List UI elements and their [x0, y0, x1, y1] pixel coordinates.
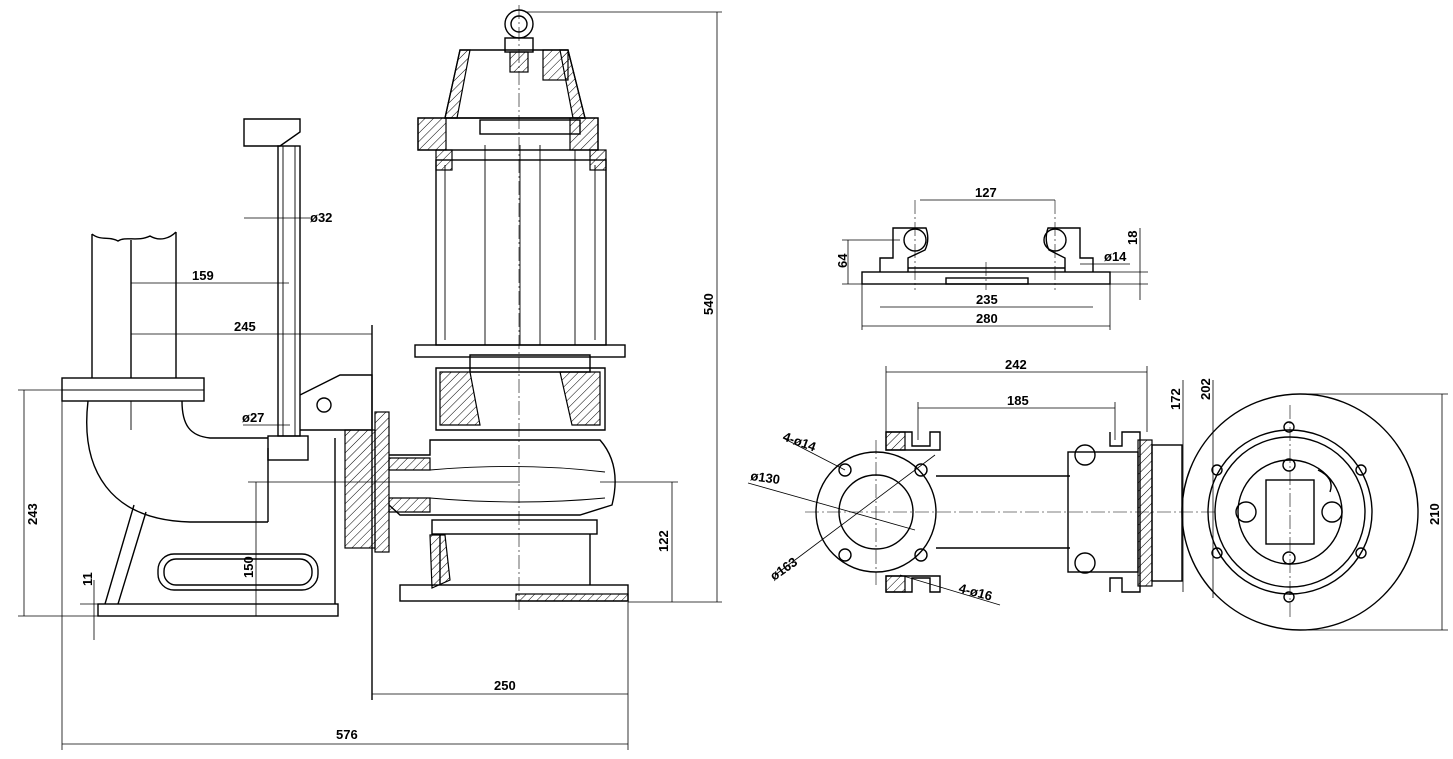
dim-d14: ø14 [1104, 249, 1127, 264]
dim-122: 122 [656, 530, 671, 552]
dim-d27: ø27 [242, 410, 264, 425]
dim-242: 242 [1005, 357, 1027, 372]
dim-576: 576 [336, 727, 358, 742]
pump-body [388, 5, 629, 610]
dim-4x16: 4-ø16 [957, 580, 994, 603]
plan-view: 242 185 172 202 210 4-ø14 ø130 ø163 4-ø1… [747, 357, 1448, 631]
coupling-flange [344, 325, 390, 700]
dim-172: 172 [1168, 388, 1183, 410]
dim-d32: ø32 [310, 210, 332, 225]
dim-210: 210 [1427, 503, 1442, 525]
dim-11: 11 [80, 572, 95, 586]
dim-150: 150 [241, 556, 256, 578]
dim-540: 540 [701, 293, 716, 315]
dim-d163: ø163 [767, 554, 800, 583]
dim-202: 202 [1198, 378, 1213, 400]
guide-rail [243, 118, 373, 461]
side-dimensions: ø32 159 245 ø27 243 11 150 [18, 11, 722, 750]
dim-185: 185 [1007, 393, 1029, 408]
dim-127: 127 [975, 185, 997, 200]
discharge-pipe [61, 231, 339, 617]
dim-d130: ø130 [750, 468, 781, 487]
dim-250: 250 [494, 678, 516, 693]
dim-4x14: 4-ø14 [781, 429, 819, 455]
dim-243: 243 [25, 503, 40, 525]
base-view: 127 64 18 ø14 235 280 [835, 185, 1148, 330]
dim-159: 159 [192, 268, 214, 283]
dim-235: 235 [976, 292, 998, 307]
side-view: ø32 159 245 ø27 243 11 150 [18, 5, 722, 750]
dim-280: 280 [976, 311, 998, 326]
dim-18: 18 [1125, 231, 1140, 245]
dim-245: 245 [234, 319, 256, 334]
dim-64: 64 [835, 253, 850, 268]
